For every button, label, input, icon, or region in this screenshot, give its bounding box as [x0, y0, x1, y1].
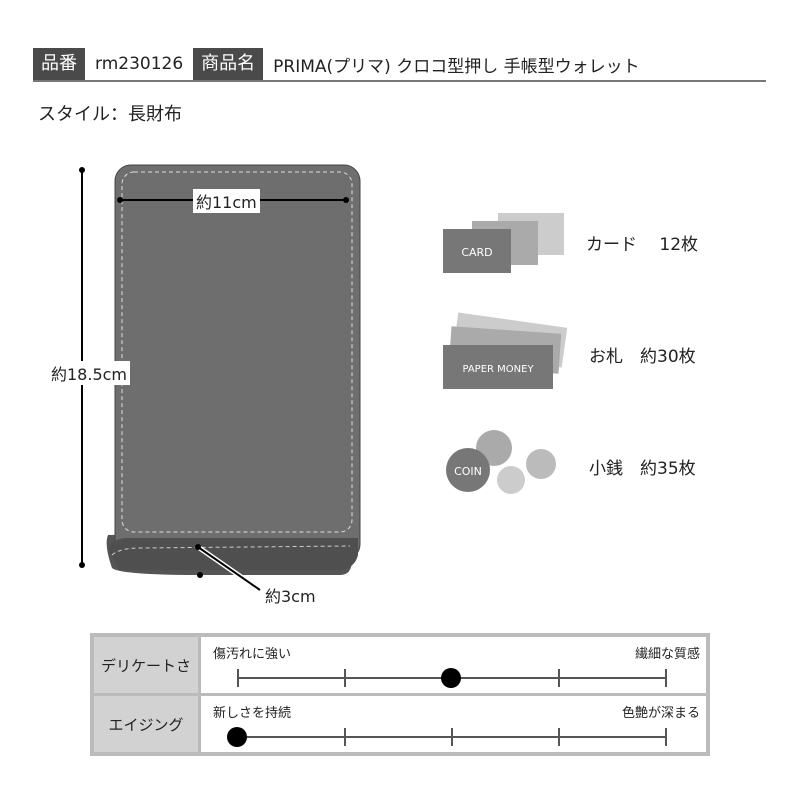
scale-left: 傷汚れに強い	[213, 647, 292, 662]
svg-text:COIN: COIN	[454, 465, 482, 478]
svg-text:CARD: CARD	[461, 246, 492, 259]
style-text: スタイル：長財布	[38, 104, 182, 125]
bill-capacity: お札 約30枚	[589, 347, 696, 367]
wallet-illustration	[79, 164, 361, 593]
scale-label: エイジング	[90, 693, 201, 756]
card-icon: CARD	[443, 213, 564, 273]
scale-left: 新しさを持続	[213, 706, 292, 721]
card-capacity: カード 12枚	[586, 235, 699, 255]
characteristics-table: デリケートさ 傷汚れに強い 繊細な質感 エイジング 新しさを持続 色艶が深まる	[90, 633, 710, 756]
product-code: rm230126	[95, 54, 184, 74]
scale-right: 繊細な質感	[634, 647, 700, 662]
coin-capacity: 小銭 約35枚	[589, 459, 696, 479]
height-dimension: 約18.5cm	[48, 361, 131, 385]
product-name: PRIMA(プリマ) クロコ型押し 手帳型ウォレット	[273, 56, 640, 77]
scale-marker	[441, 668, 461, 688]
coin-icon: COIN	[446, 430, 556, 494]
table-row: エイジング 新しさを持続 色艶が深まる	[90, 693, 710, 756]
product-header: 品番 rm230126 商品名 PRIMA(プリマ) クロコ型押し 手帳型ウォレ…	[33, 48, 766, 82]
name-label: 商品名	[193, 48, 264, 80]
capacity-icons: CARD PAPER MONEY COIN	[443, 213, 568, 494]
scale-track	[237, 668, 667, 688]
scale-marker	[227, 727, 247, 747]
paper-money-icon: PAPER MONEY	[443, 312, 568, 389]
svg-text:PAPER MONEY: PAPER MONEY	[462, 364, 534, 375]
scale-track	[227, 727, 667, 747]
scale-label: デリケートさ	[90, 633, 201, 696]
width-dimension: 約11cm	[193, 189, 260, 213]
scale-right: 色艶が深まる	[621, 706, 700, 721]
table-row: デリケートさ 傷汚れに強い 繊細な質感	[90, 633, 710, 696]
depth-dimension: 約3cm	[262, 583, 319, 607]
code-label: 品番	[33, 48, 85, 80]
